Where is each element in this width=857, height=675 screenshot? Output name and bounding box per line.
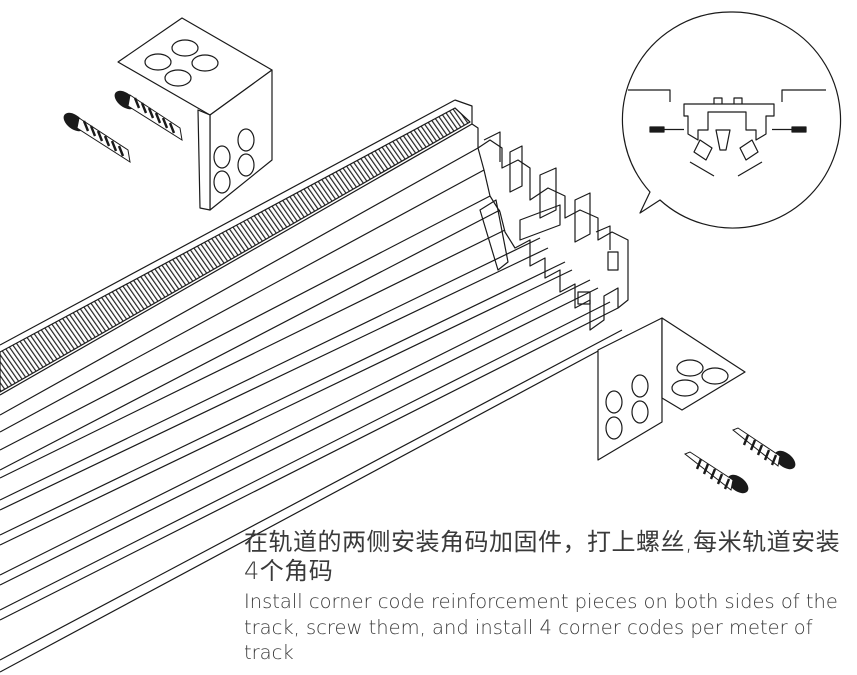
screw-top-1	[114, 90, 183, 142]
screw-bottom-1	[732, 427, 796, 470]
screw-top-2	[63, 112, 131, 164]
cross-section-detail-icon	[621, 11, 842, 229]
caption-english: Install corner code reinforcement pieces…	[244, 590, 838, 664]
instruction-caption: 在轨道的两侧安装角码加固件，打上螺丝,每米轨道安装4个角码 Install co…	[244, 528, 844, 666]
caption-chinese: 在轨道的两侧安装角码加固件，打上螺丝,每米轨道安装4个角码	[244, 528, 841, 585]
corner-bracket-bottom	[597, 317, 746, 461]
track-profile	[0, 99, 629, 673]
corner-bracket-top	[117, 17, 273, 211]
screw-bottom-2	[684, 451, 749, 494]
